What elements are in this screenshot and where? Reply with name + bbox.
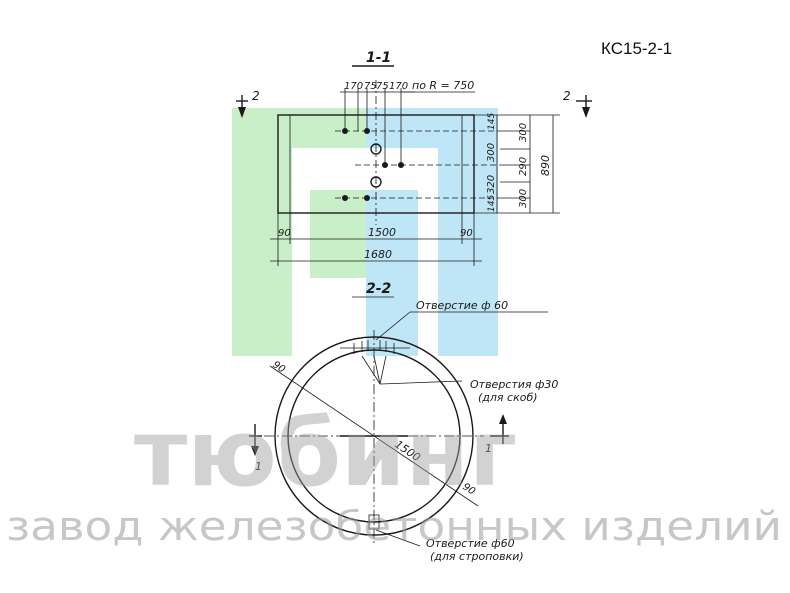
diameter-line (269, 365, 479, 507)
right-dimension-chain: 145 300 300 320 145 300 290 300 890 (474, 113, 560, 214)
dim-label: 170 (344, 81, 363, 92)
section-mark-label: 2 (563, 89, 571, 103)
section-mark-right-1: 1 (485, 414, 509, 455)
bottom-dimension-chain: 90 1500 90 1680 (270, 213, 482, 266)
dim-label: 290 (518, 157, 529, 176)
logo-blue-block (438, 108, 498, 356)
section-mark-left: 2 (236, 89, 260, 118)
section-mark-right: 2 (563, 89, 592, 118)
dim-label: 890 (539, 155, 552, 176)
section-2-title: 2-2 (366, 281, 391, 297)
top-dimension-chain: 170 75 75 170 по R = 750 (340, 79, 475, 165)
dim-label: 145 (487, 195, 497, 212)
drawing-code: КС15-2-1 (601, 39, 672, 58)
leader-line (375, 311, 411, 341)
dim-label: 145 (487, 113, 497, 130)
label-lifting-hole-note: (для строповки) (430, 550, 524, 563)
section-mark-label: 1 (485, 442, 492, 455)
watermark-tagline: завод железобетонных изделий (6, 504, 782, 550)
section-mark-left-1: 1 (249, 424, 262, 473)
dim-label: 1500 (368, 226, 396, 239)
label-holes-30-note: (для скоб) (478, 391, 538, 404)
dim-label: 300 (486, 143, 497, 162)
dim-label: 300 (518, 189, 529, 208)
dim-label: 90 (460, 228, 473, 239)
radius-note: по R = 750 (412, 79, 474, 92)
label-holes-30: Отверстия ф30 (470, 378, 558, 391)
dim-label: 320 (486, 175, 497, 194)
leader-line (375, 529, 421, 547)
section-1-title: 1-1 (366, 50, 391, 66)
dim-label: 170 (389, 81, 408, 92)
section-mark-label: 1 (255, 460, 262, 473)
dim-label: 75 (376, 81, 389, 92)
section-1-1: 1-1 2 2 (236, 50, 592, 266)
dim-label: 1680 (364, 248, 392, 261)
label-hole-60: Отверстие ф 60 (416, 299, 508, 312)
watermark-logo (232, 108, 498, 356)
logo-green-block (232, 108, 292, 356)
dim-label: 90 (278, 228, 291, 239)
section-mark-label: 2 (252, 89, 260, 103)
logo-green-block (310, 190, 370, 278)
top-holes-cluster (340, 340, 463, 385)
wall-label: 90 (270, 359, 287, 375)
lifting-hole (368, 514, 380, 530)
dim-label: 75 (364, 81, 377, 92)
label-lifting-hole: Отверстие ф60 (426, 537, 515, 550)
logo-blue-block (366, 190, 418, 356)
watermark-brand: тюбинг (134, 400, 517, 507)
dim-label: 300 (518, 123, 529, 142)
